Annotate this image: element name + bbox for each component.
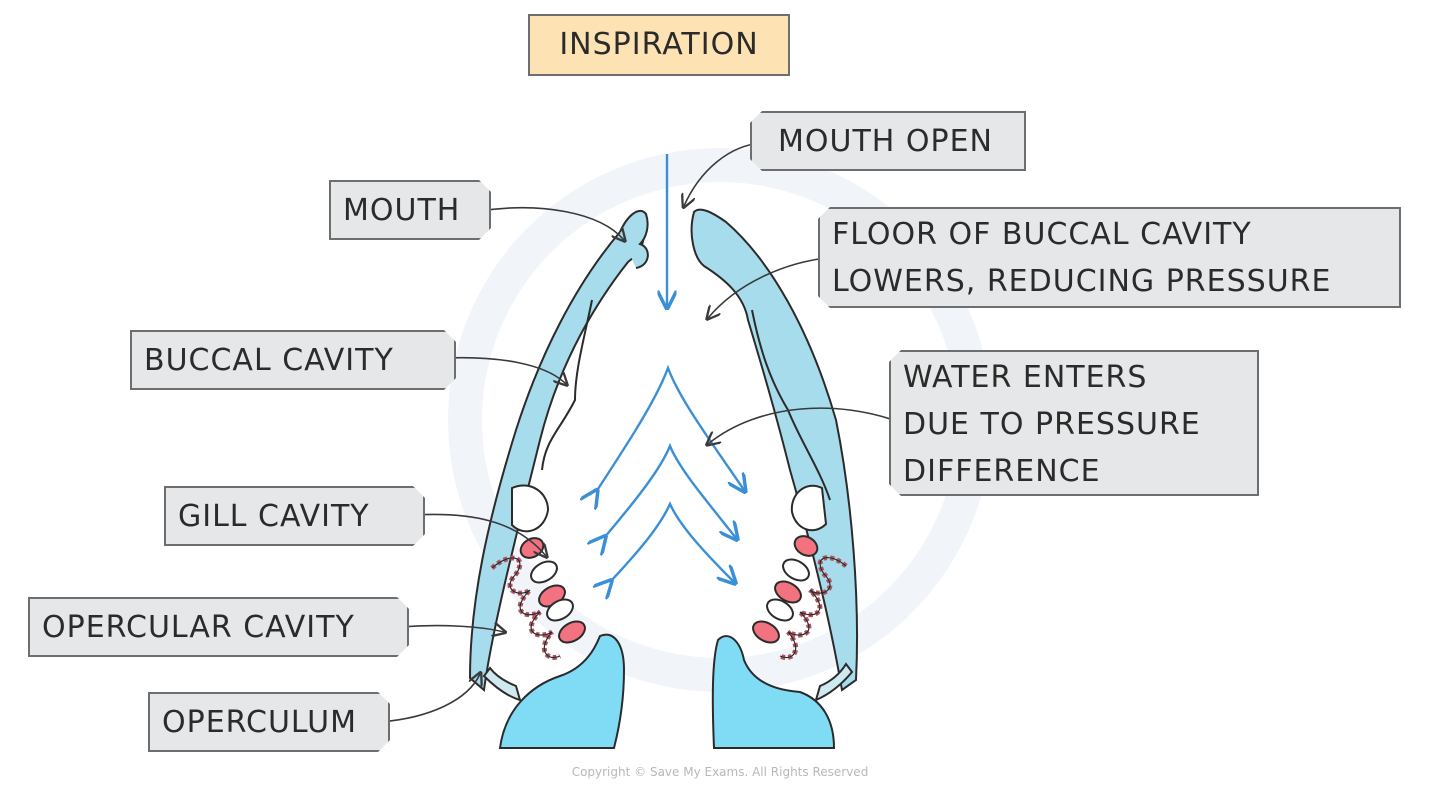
water-line-2: DUE TO PRESSURE (903, 407, 1201, 442)
label-water-enters: WATER ENTERS DUE TO PRESSURE DIFFERENCE (889, 350, 1259, 496)
leader-mouth (479, 206, 624, 240)
label-mouth: MOUTH (329, 180, 491, 240)
floor-line-1: FLOOR OF BUCCAL CAVITY (832, 217, 1252, 252)
left-operculum (482, 666, 522, 702)
water-line-3: DIFFERENCE (903, 454, 1101, 489)
label-gill-cavity: GILL CAVITY (164, 486, 425, 546)
left-gill-pocket (511, 484, 550, 533)
right-gill-arch-outline (779, 557, 847, 659)
left-gill-arch-outline (491, 557, 561, 659)
water-line-1: WATER ENTERS (903, 360, 1148, 395)
copyright-notice: Copyright © Save My Exams. All Rights Re… (571, 765, 869, 779)
water-chevron-3 (610, 501, 734, 582)
leader-gill (413, 513, 546, 556)
right-gill-filaments (752, 535, 819, 644)
right-gill-pocket (790, 484, 828, 532)
leader-operculum (379, 674, 480, 723)
left-body-wall (468, 210, 646, 692)
label-operculum: OPERCULUM (148, 692, 390, 752)
label-opercular-cavity: OPERCULAR CAVITY (28, 597, 409, 657)
leader-lines (379, 142, 900, 723)
water-chevron-1 (596, 364, 744, 492)
floor-line-2: LOWERS, REDUCING PRESSURE (832, 264, 1332, 299)
right-floor-tissue (711, 635, 836, 749)
label-mouth-open: MOUTH OPEN (750, 111, 1026, 171)
leader-opercular (399, 626, 504, 632)
left-floor-tissue (498, 633, 626, 749)
label-floor-of-buccal-cavity: FLOOR OF BUCCAL CAVITY LOWERS, REDUCING … (818, 207, 1401, 308)
label-buccal-cavity: BUCCAL CAVITY (130, 330, 456, 390)
right-body-wall (690, 208, 859, 692)
leader-buccal (445, 356, 566, 384)
leader-water (708, 407, 900, 444)
left-mouth-lip (619, 209, 649, 269)
water-chevron-2 (604, 442, 736, 538)
leader-floor (708, 257, 828, 318)
diagram-title: INSPIRATION (528, 14, 790, 76)
right-operculum (814, 662, 854, 702)
left-buccal-lining (541, 299, 593, 471)
